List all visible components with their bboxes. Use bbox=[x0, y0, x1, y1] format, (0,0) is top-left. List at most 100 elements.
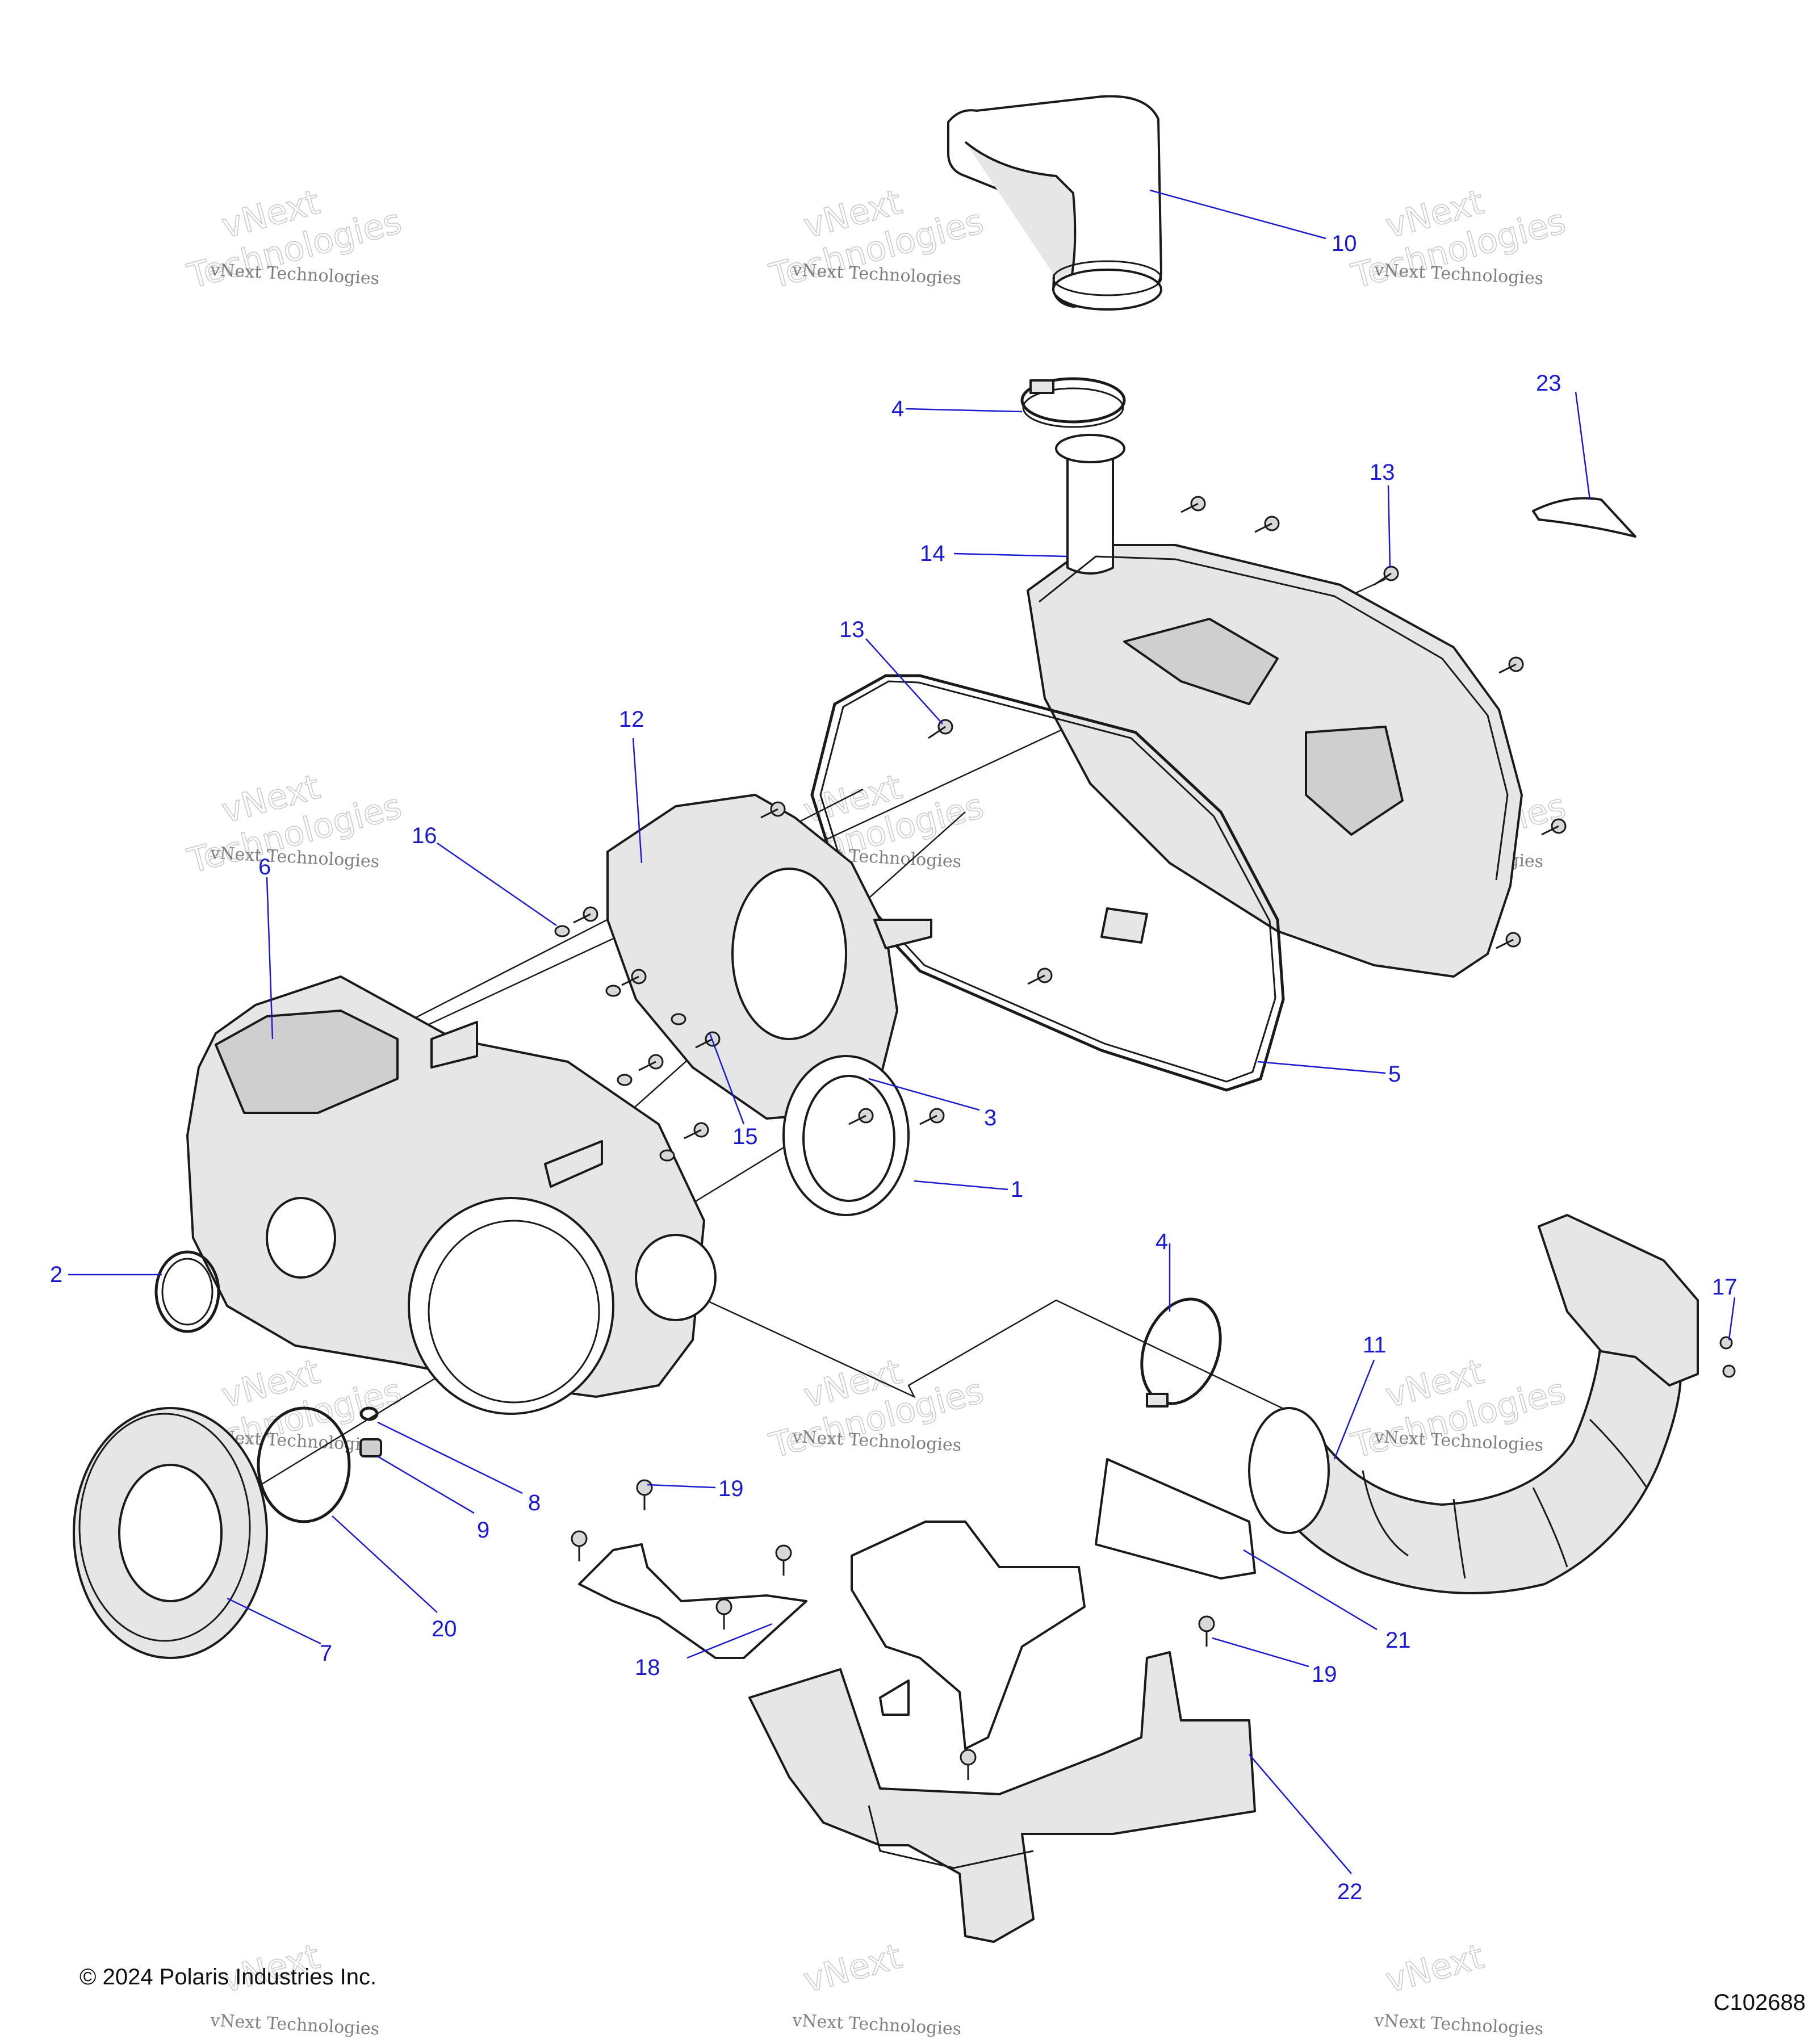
callout-19: 19 bbox=[1312, 1662, 1337, 1687]
screw bbox=[638, 1054, 664, 1071]
center-mount-bracket bbox=[851, 1521, 1086, 1750]
o-ring-inner bbox=[161, 1258, 213, 1326]
washer bbox=[659, 1149, 675, 1162]
part-20-o-ring bbox=[257, 1406, 351, 1523]
duct-head bbox=[1538, 1214, 1699, 1387]
part-4-hose-clamp-top bbox=[1020, 377, 1126, 428]
cover-snorkel bbox=[1066, 447, 1114, 575]
cover-recess bbox=[1305, 726, 1404, 836]
snorkel-opening bbox=[1055, 434, 1125, 463]
leader-4a bbox=[905, 408, 1023, 413]
callout-13: 13 bbox=[1370, 460, 1395, 485]
clip bbox=[359, 1406, 379, 1421]
watermark-vnext: vNext bbox=[799, 1937, 906, 2001]
leader-3 bbox=[868, 1078, 980, 1111]
leader-11 bbox=[1333, 1359, 1375, 1460]
leader-13b bbox=[865, 638, 943, 724]
duct-rib bbox=[1532, 1487, 1568, 1568]
shield-panel bbox=[1095, 1458, 1256, 1580]
screw bbox=[684, 1122, 709, 1140]
screw bbox=[1722, 1364, 1736, 1378]
washer bbox=[554, 925, 570, 937]
deflector-opening bbox=[731, 868, 847, 1040]
watermark-text: vNext Technologies bbox=[210, 2011, 380, 2039]
callout-9: 9 bbox=[477, 1518, 489, 1543]
watermark-vnext: vNext bbox=[1381, 1937, 1488, 2001]
cover-rim bbox=[1039, 555, 1509, 881]
part-7-seal-plate bbox=[73, 1407, 268, 1659]
clamp-ring-inner bbox=[1022, 387, 1124, 428]
leader-1 bbox=[914, 1180, 1008, 1191]
duct-tube bbox=[1259, 1339, 1682, 1594]
screw bbox=[760, 801, 786, 819]
screw bbox=[621, 969, 647, 986]
callout-4: 4 bbox=[891, 396, 904, 421]
watermark-text: vNext Technologies bbox=[1374, 2011, 1544, 2039]
decal-shape bbox=[1532, 497, 1636, 538]
callout-2: 2 bbox=[50, 1262, 62, 1287]
leader-19b bbox=[1212, 1637, 1309, 1668]
screw bbox=[1719, 1336, 1733, 1350]
bolt bbox=[571, 1530, 588, 1561]
leader-13a bbox=[1387, 485, 1391, 568]
bolt bbox=[715, 1598, 732, 1630]
centerline bbox=[681, 1288, 1307, 1421]
leader-lines bbox=[68, 189, 1736, 1874]
screw bbox=[1541, 818, 1567, 836]
part-6-clutch-housing bbox=[186, 975, 717, 1415]
callout-12: 12 bbox=[619, 707, 644, 732]
leader-7 bbox=[227, 1597, 321, 1645]
part-12-inner-air-deflector bbox=[606, 794, 932, 1120]
part-10-intake-duct bbox=[947, 95, 1162, 311]
leader-21 bbox=[1243, 1549, 1378, 1631]
bolt bbox=[1198, 1615, 1215, 1647]
leader-23 bbox=[1575, 391, 1591, 500]
leader-16 bbox=[437, 842, 557, 927]
cover-recess bbox=[1123, 618, 1279, 705]
part-2-o-ring bbox=[154, 1250, 220, 1333]
callout-15: 15 bbox=[732, 1124, 758, 1149]
duct-rib bbox=[1362, 1470, 1409, 1557]
leader-19a bbox=[647, 1484, 716, 1489]
screw bbox=[848, 1108, 874, 1125]
housing-shaft-bore bbox=[266, 1197, 336, 1279]
callout-19: 19 bbox=[718, 1476, 744, 1501]
callout-3: 3 bbox=[984, 1105, 997, 1130]
callout-14: 14 bbox=[920, 541, 945, 566]
part-9-plug bbox=[359, 1438, 382, 1457]
leader-15 bbox=[709, 1033, 745, 1125]
fasteners bbox=[554, 496, 1736, 1780]
screw bbox=[1180, 496, 1206, 513]
bracket-plate bbox=[578, 1543, 807, 1659]
shield-fold bbox=[868, 1805, 1034, 1869]
screw bbox=[573, 906, 598, 924]
leader-9 bbox=[377, 1455, 475, 1514]
callout-21: 21 bbox=[1385, 1628, 1411, 1653]
leader-22 bbox=[1249, 1754, 1352, 1874]
duct-rib bbox=[1452, 1498, 1466, 1579]
washer bbox=[617, 1074, 633, 1086]
callout-5: 5 bbox=[1388, 1062, 1401, 1087]
watermark-text: vNext Technologies bbox=[792, 2011, 962, 2039]
callout-6: 6 bbox=[258, 855, 271, 879]
drawing-number: C102688 bbox=[1713, 1990, 1806, 2015]
large-o-ring bbox=[257, 1406, 351, 1523]
housing-inlet bbox=[635, 1234, 717, 1321]
bolt bbox=[775, 1544, 792, 1576]
part-1-ring-plate bbox=[782, 1055, 910, 1216]
housing-main-opening bbox=[408, 1197, 614, 1415]
duct-rib bbox=[1589, 1418, 1648, 1488]
screw bbox=[1496, 932, 1521, 949]
watermarks: vNext Technologies vNext Technologies vN… bbox=[183, 182, 1570, 2039]
part-23-decal bbox=[1532, 497, 1636, 538]
callout-18: 18 bbox=[635, 1655, 660, 1680]
leader-18 bbox=[686, 1623, 773, 1659]
shield-body bbox=[748, 1651, 1256, 1943]
screw bbox=[1027, 967, 1053, 985]
washer bbox=[605, 985, 621, 997]
seal-plate-inner bbox=[118, 1464, 223, 1602]
callout-7: 7 bbox=[320, 1641, 332, 1666]
leader-14 bbox=[953, 552, 1068, 558]
callout-1: 1 bbox=[1011, 1177, 1023, 1202]
screw bbox=[1374, 566, 1399, 586]
